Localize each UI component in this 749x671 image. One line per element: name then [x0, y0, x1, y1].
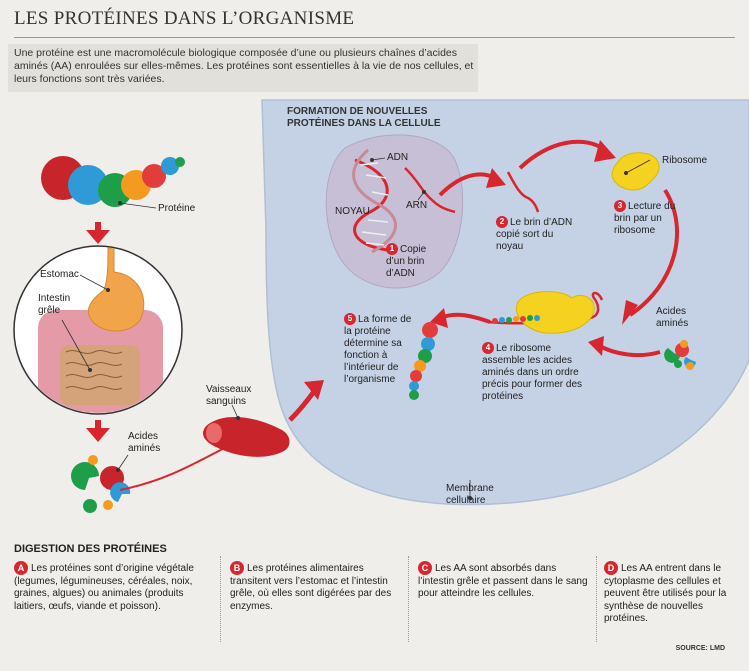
divider-1 [220, 556, 221, 642]
dna-helix [352, 148, 397, 254]
divider-3 [596, 556, 597, 642]
label-adn: ADN [387, 152, 409, 163]
amino-acids-left [71, 455, 131, 513]
arrow-to-ribosome [518, 139, 607, 170]
label-intestin: Intestin grêle [38, 293, 71, 316]
blood-vessel [203, 416, 290, 457]
title-rule [14, 37, 735, 38]
stomach [88, 247, 145, 332]
amino-acid-chain [492, 315, 540, 324]
page-title: LES PROTÉINES DANS L’ORGANISME [14, 8, 355, 29]
source-credit: SOURCE: LMD [675, 645, 725, 652]
intro-text: Une protéine est une macromolécule biolo… [14, 47, 474, 85]
protein-chain [41, 156, 185, 207]
arrow-from-amino-acids [596, 343, 661, 358]
arn-strand [404, 167, 456, 214]
new-protein [409, 322, 438, 400]
divider-2 [408, 556, 409, 642]
nucleus [325, 134, 464, 289]
label-proteine: Protéine [158, 203, 196, 214]
label-noyau: NOYAU [335, 206, 370, 217]
arrow-down-1 [86, 222, 110, 244]
copied-strand [506, 171, 540, 213]
label-vaisseaux: Vaisseaux sanguins [206, 384, 252, 407]
amino-acids-cell [664, 340, 696, 370]
ribosome-top [611, 152, 660, 191]
label-acides-left: Acides aminés [128, 431, 161, 454]
arrow-to-assembly [628, 188, 680, 317]
arrow-down-2 [86, 420, 110, 442]
formation-heading: FORMATION DE NOUVELLES PROTÉINES DANS LA… [287, 106, 441, 129]
ribosome-assembling [516, 291, 595, 334]
label-membrane: Membrane cellulaire [446, 483, 494, 506]
label-arn: ARN [406, 200, 428, 211]
label-acides-cell: Acides aminés [656, 306, 689, 329]
label-estomac: Estomac [40, 269, 79, 280]
intro-box [8, 44, 478, 92]
digestion-title: DIGESTION DES PROTÉINES [14, 543, 167, 555]
label-ribosome: Ribosome [662, 155, 708, 166]
